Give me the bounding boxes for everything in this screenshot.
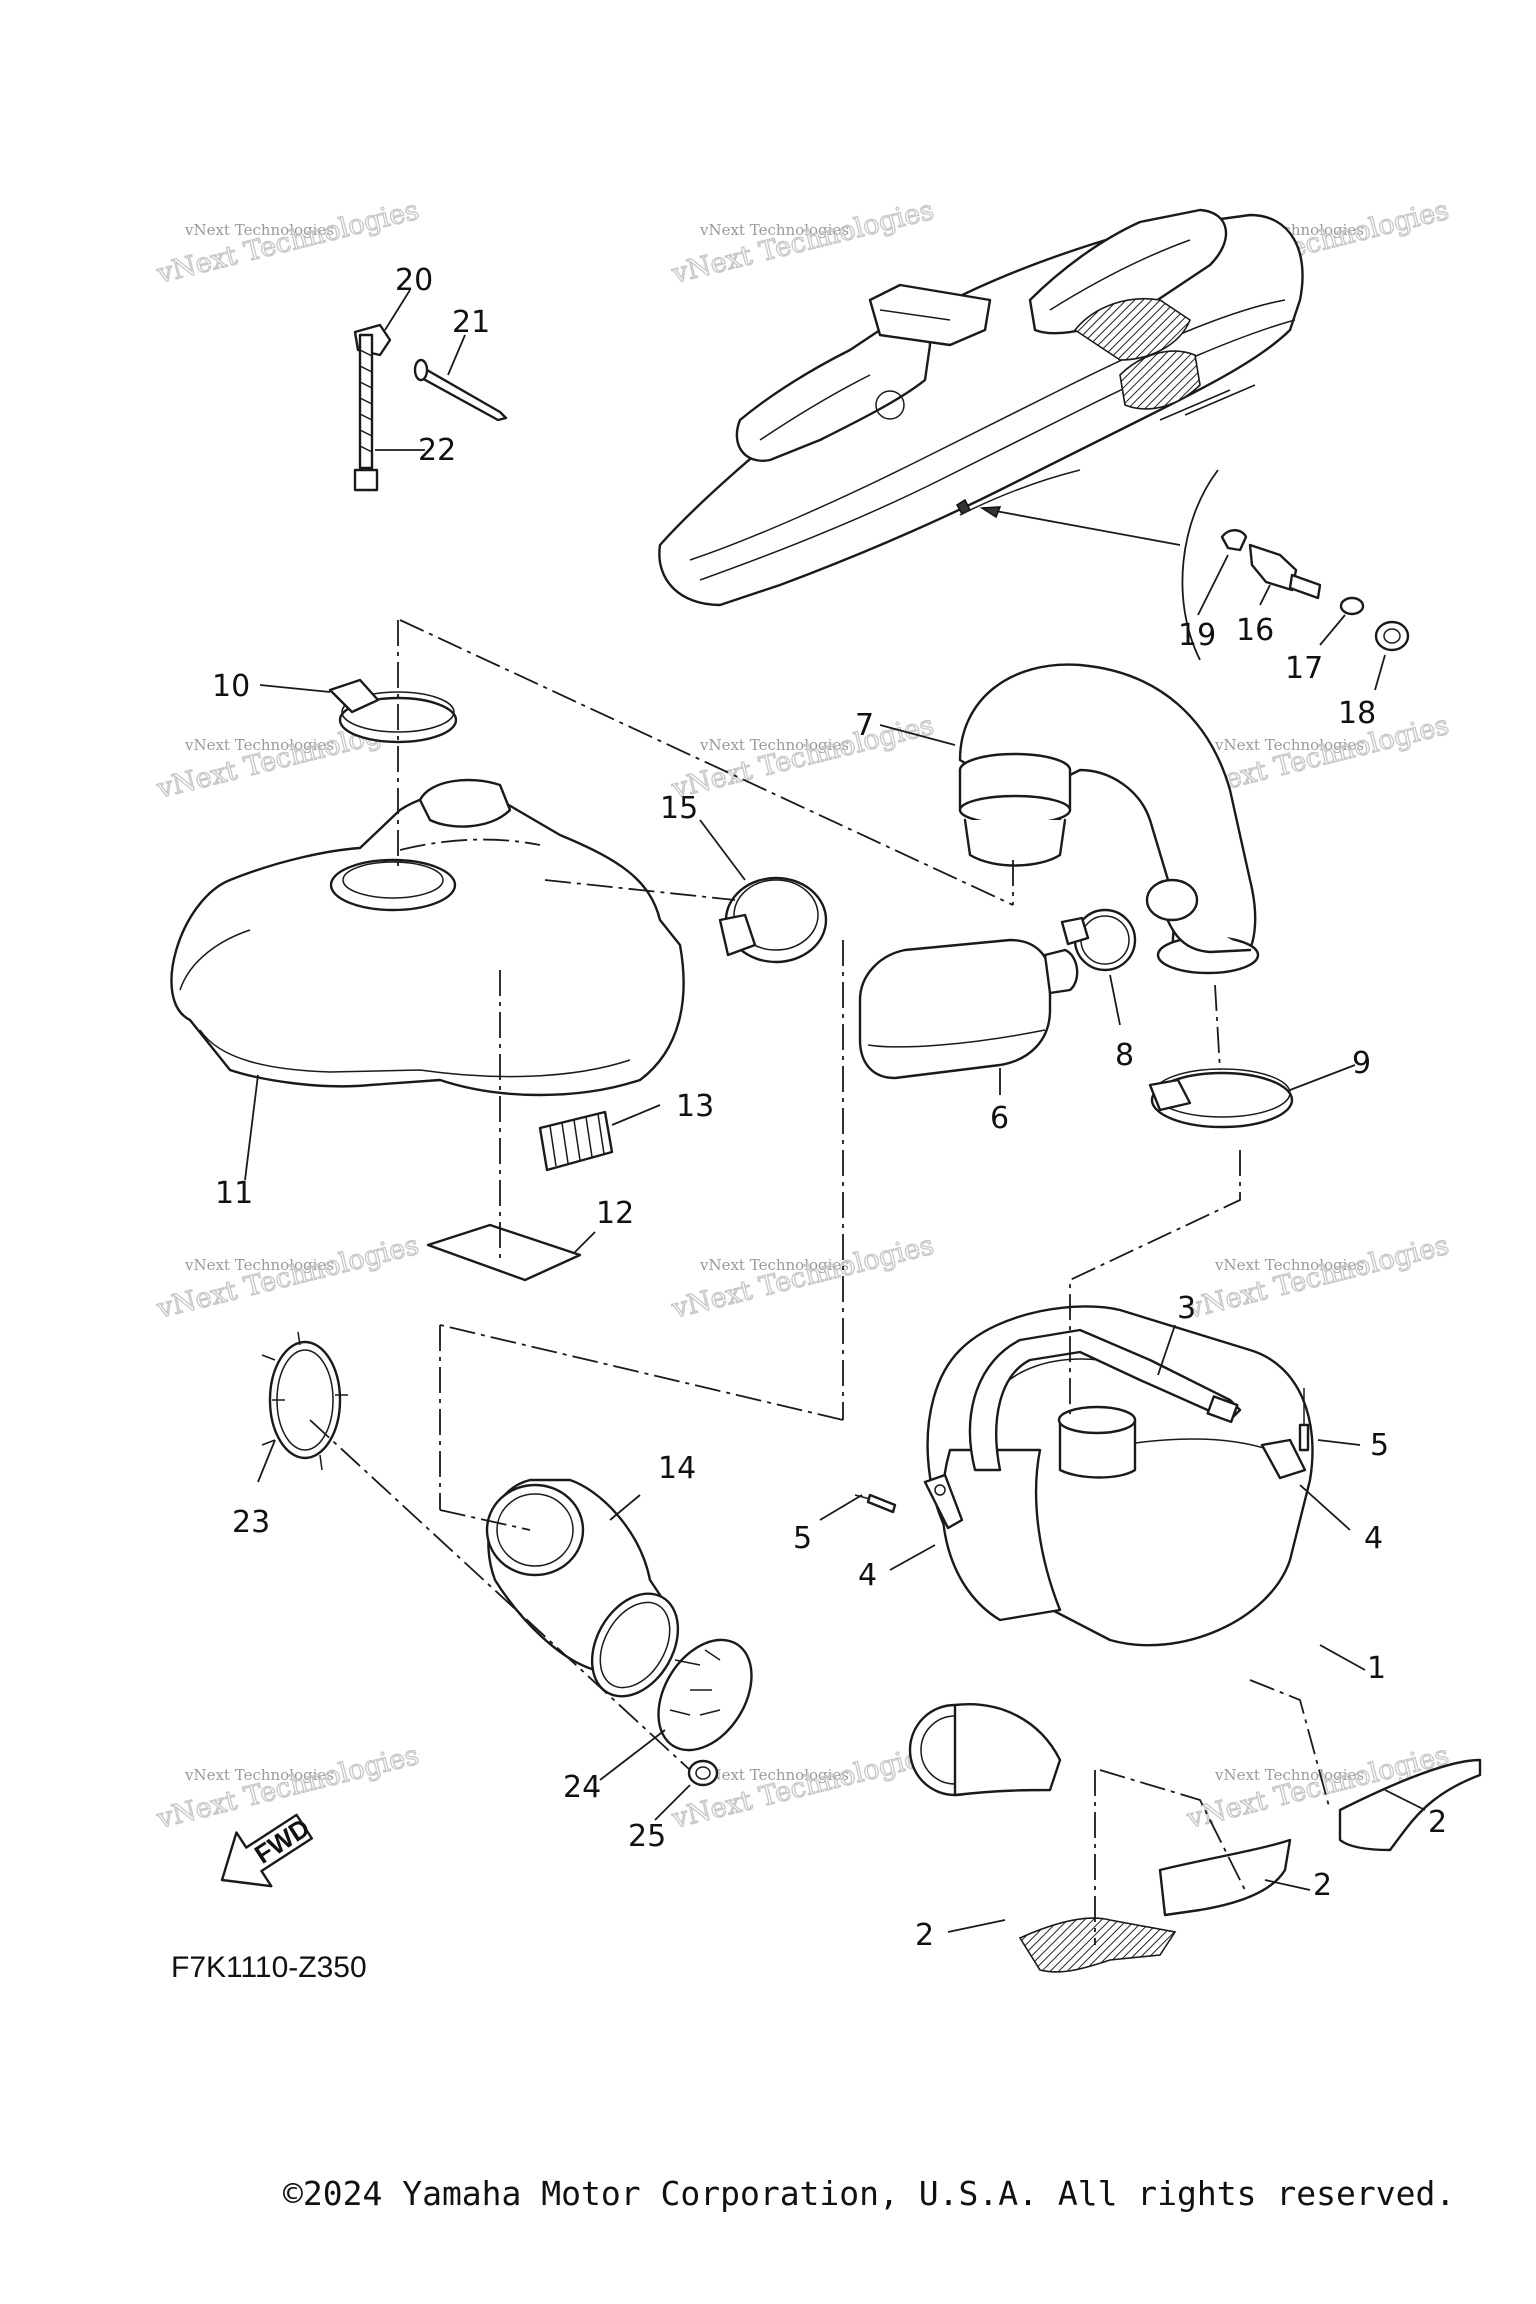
callout-11: 11 <box>215 1176 253 1211</box>
callout-3: 3 <box>1177 1291 1196 1326</box>
heat-shield-2-right <box>1338 1758 1482 1852</box>
callout-20: 20 <box>395 263 433 298</box>
callout-6: 6 <box>990 1101 1009 1136</box>
hose-clamp-15 <box>718 876 828 964</box>
watermark-text: vNext Technologies <box>153 1230 422 1325</box>
callout-2: 2 <box>915 1918 934 1953</box>
bracket-4-left <box>923 1473 964 1530</box>
bracket <box>1181 469 1219 661</box>
watermark-text: vNext Technologies <box>699 221 849 239</box>
watermark: vNext Technologies vNext Technologies <box>153 1229 423 1326</box>
watercraft-overview <box>658 208 1304 607</box>
callout-2: 2 <box>1428 1805 1447 1840</box>
callout-24: 24 <box>563 1770 601 1805</box>
callout-4: 4 <box>858 1558 877 1593</box>
watermark: vNext Technologies vNext Technologies <box>668 1739 938 1836</box>
watermark-text: vNext Technologies <box>1214 1766 1364 1784</box>
callout-4: 4 <box>1364 1521 1383 1556</box>
watermark-text: vNext Technologies <box>184 1256 334 1274</box>
callout-14: 14 <box>658 1451 696 1486</box>
clip-pin-tie <box>353 323 508 492</box>
foam-13 <box>538 1110 614 1172</box>
retainer-ring-23 <box>261 1331 348 1471</box>
callout-18: 18 <box>1338 696 1376 731</box>
copyright-notice: ©2024 Yamaha Motor Corporation, U.S.A. A… <box>283 2174 1455 2213</box>
bracket-4-right <box>1260 1438 1307 1480</box>
callout-2: 2 <box>1313 1868 1332 1903</box>
heat-shield-2-bottom <box>1018 1917 1177 1973</box>
watermark-text: vNext Technologies <box>668 1740 937 1835</box>
callout-labels: 1 2 2 2 3 4 4 5 5 6 7 8 9 10 11 12 13 14… <box>212 263 1447 1953</box>
pad-12 <box>426 1223 582 1282</box>
watermark-text: vNext Technologies <box>699 736 849 754</box>
watermark-text: vNext Technologies <box>184 221 334 239</box>
callout-22: 22 <box>418 433 456 468</box>
callout-8: 8 <box>1115 1038 1134 1073</box>
callout-15: 15 <box>660 791 698 826</box>
callout-5: 5 <box>1370 1428 1389 1463</box>
callout-21: 21 <box>452 305 490 340</box>
watermark-text: vNext Technologies <box>668 1230 937 1325</box>
watermark-text: vNext Technologies <box>668 710 937 805</box>
callout-9: 9 <box>1352 1046 1371 1081</box>
callout-19: 19 <box>1178 618 1216 653</box>
fwd-label: FWD <box>249 1812 315 1869</box>
watermark: vNext Technologies vNext Technologies <box>1183 1229 1453 1326</box>
nut-25 <box>687 1759 719 1787</box>
callout-10: 10 <box>212 669 250 704</box>
heat-shield-2-middle <box>1158 1838 1292 1917</box>
silencer-tank <box>170 778 685 1097</box>
watermark: vNext Technologies vNext Technologies <box>668 194 938 291</box>
intake-duct-14 <box>485 1478 680 1698</box>
arrowhead <box>979 506 1002 519</box>
watermark-text: vNext Technologies <box>1214 736 1364 754</box>
fwd-arrow-icon <box>220 1813 314 1888</box>
drawing-code: F7K1110-Z350 <box>171 1951 367 1984</box>
watermark-text: vNext Technologies <box>668 195 937 290</box>
watermark: vNext Technologies vNext Technologies <box>153 194 423 291</box>
fastener-set <box>1220 529 1410 652</box>
callout-23: 23 <box>232 1505 270 1540</box>
rivet-5-left <box>854 1493 897 1514</box>
callout-1: 1 <box>1367 1651 1386 1686</box>
plate-24 <box>657 1638 753 1752</box>
watermark-text: vNext Technologies <box>699 1256 849 1274</box>
leader-lines <box>244 289 1426 1933</box>
callout-13: 13 <box>676 1089 714 1124</box>
callout-25: 25 <box>628 1819 666 1854</box>
hose-clamp-10 <box>328 678 458 744</box>
rivet-5-right <box>1298 1388 1310 1452</box>
watermark: vNext Technologies vNext Technologies <box>668 709 938 806</box>
watermark-text: vNext Technologies <box>699 1766 849 1784</box>
callout-16: 16 <box>1236 613 1274 648</box>
hose-clamp-8 <box>1060 878 1199 972</box>
callout-17: 17 <box>1285 651 1323 686</box>
resonator-6 <box>858 938 1079 1080</box>
watermark-text: vNext Technologies <box>153 195 422 290</box>
callout-5: 5 <box>793 1521 812 1556</box>
water-box-1 <box>908 1305 1314 1797</box>
watermark-text: vNext Technologies <box>1183 1230 1452 1325</box>
strap-3 <box>968 1328 1242 1472</box>
callout-7: 7 <box>855 708 874 743</box>
watermark-text: vNext Technologies <box>1214 1256 1364 1274</box>
callout-12: 12 <box>596 1196 634 1231</box>
watermark: vNext Technologies vNext Technologies <box>668 1229 938 1326</box>
watermark-text: vNext Technologies <box>184 1766 334 1784</box>
hose-clamp-9 <box>1148 1068 1294 1129</box>
watermark-text: vNext Technologies <box>184 736 334 754</box>
routing-lines <box>309 619 1331 1945</box>
